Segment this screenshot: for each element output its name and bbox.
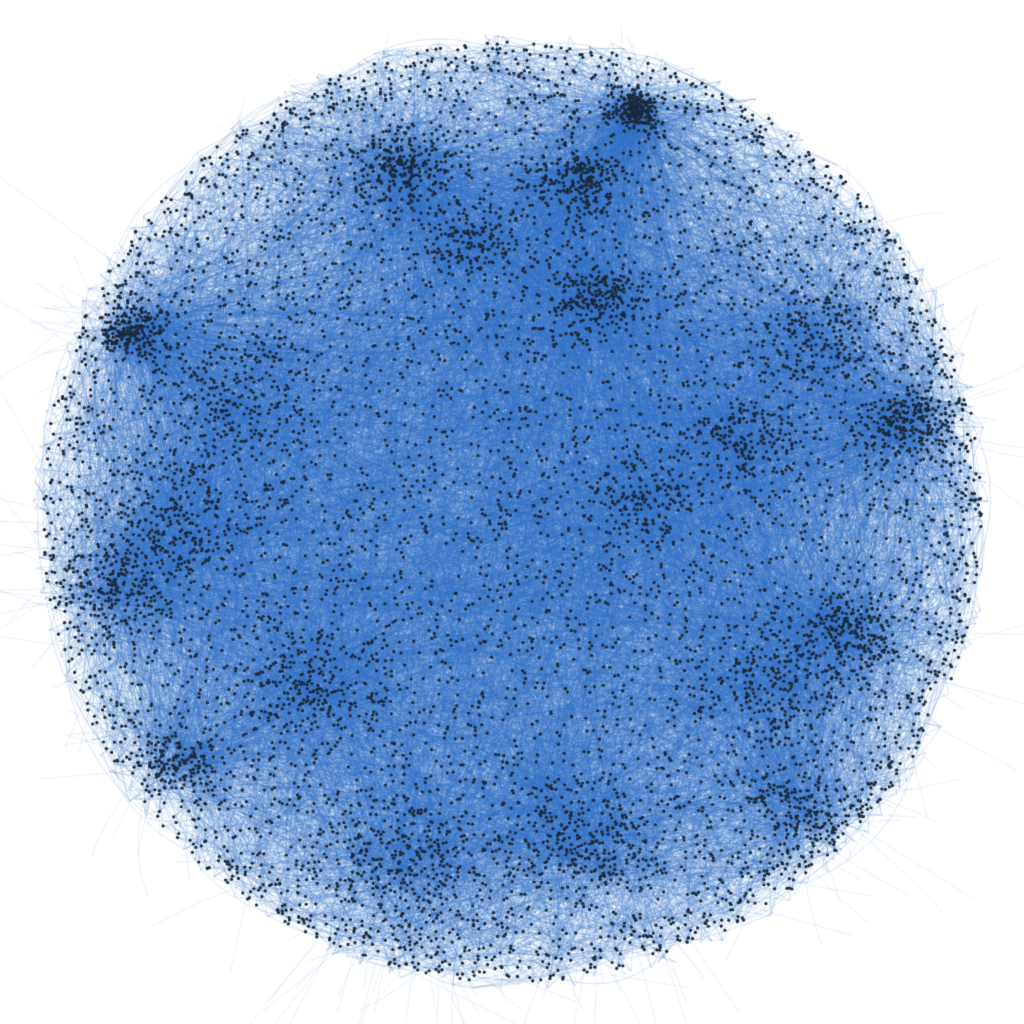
network-graph-canvas	[0, 0, 1024, 1024]
